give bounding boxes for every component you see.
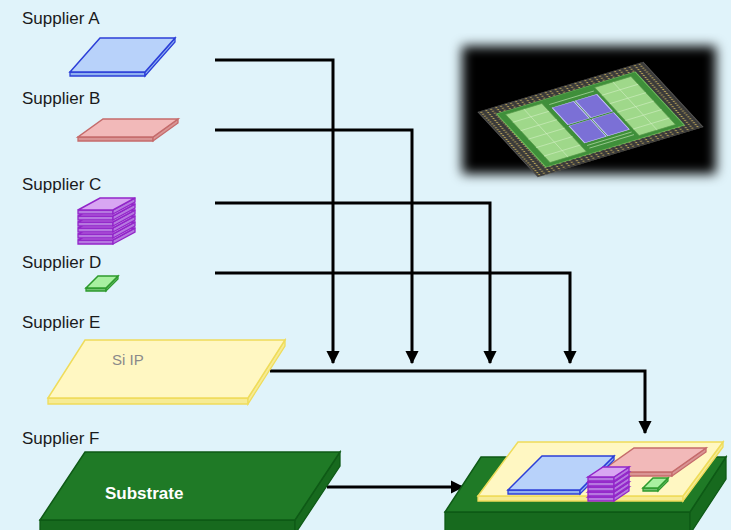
supplier-node: Supplier F Substrate bbox=[18, 428, 343, 530]
part-label: Si IP bbox=[112, 351, 144, 368]
plate-face bbox=[78, 198, 135, 210]
plate-edge bbox=[445, 512, 690, 530]
plate-face bbox=[86, 276, 118, 288]
plate-face bbox=[48, 340, 285, 398]
supplier-label: Supplier E bbox=[22, 313, 100, 333]
flow-arrow bbox=[327, 486, 463, 489]
plate-edge bbox=[40, 520, 295, 530]
part-label: Substrate bbox=[105, 484, 183, 504]
flow-arrow bbox=[215, 60, 333, 363]
package-photo bbox=[462, 46, 716, 177]
plate-face bbox=[643, 478, 668, 488]
chip-plate bbox=[86, 276, 118, 291]
supplier-label: Supplier B bbox=[22, 89, 100, 109]
package-board bbox=[478, 62, 703, 177]
plate-face bbox=[78, 119, 178, 137]
chip-plate bbox=[70, 38, 175, 76]
plate-edge bbox=[48, 398, 248, 404]
flow-arrow bbox=[215, 203, 490, 363]
assembled-package bbox=[445, 442, 726, 530]
interposer-photo bbox=[497, 72, 685, 167]
plate-face bbox=[588, 467, 629, 477]
supplier-node: Supplier C bbox=[18, 174, 183, 246]
supplier-node: Supplier E Si IP bbox=[18, 312, 288, 406]
logic-die bbox=[592, 113, 629, 136]
supply-arrows bbox=[215, 60, 645, 487]
chip-plate bbox=[78, 119, 178, 141]
supplier-label: Supplier F bbox=[22, 429, 99, 449]
supplier-node: Supplier D bbox=[18, 252, 183, 294]
chip-plate bbox=[478, 442, 723, 501]
plate-face bbox=[40, 452, 340, 520]
supplier-node: Supplier B bbox=[18, 88, 183, 144]
logic-die bbox=[575, 94, 612, 117]
flow-arrow bbox=[215, 130, 412, 363]
chip-plate bbox=[48, 340, 285, 404]
supplier-label: Supplier A bbox=[22, 9, 100, 29]
chip-plate bbox=[78, 198, 135, 214]
chip-plate bbox=[643, 478, 668, 491]
flow-arrow bbox=[270, 371, 645, 433]
die-grid bbox=[506, 76, 676, 162]
plate-face bbox=[478, 442, 723, 496]
plate-face bbox=[70, 38, 175, 72]
chip-plate bbox=[40, 452, 340, 530]
supplier-label: Supplier D bbox=[22, 253, 101, 273]
supplier-label: Supplier C bbox=[22, 175, 101, 195]
supplier-node: Supplier A bbox=[18, 6, 183, 80]
chip-plate bbox=[588, 467, 629, 481]
